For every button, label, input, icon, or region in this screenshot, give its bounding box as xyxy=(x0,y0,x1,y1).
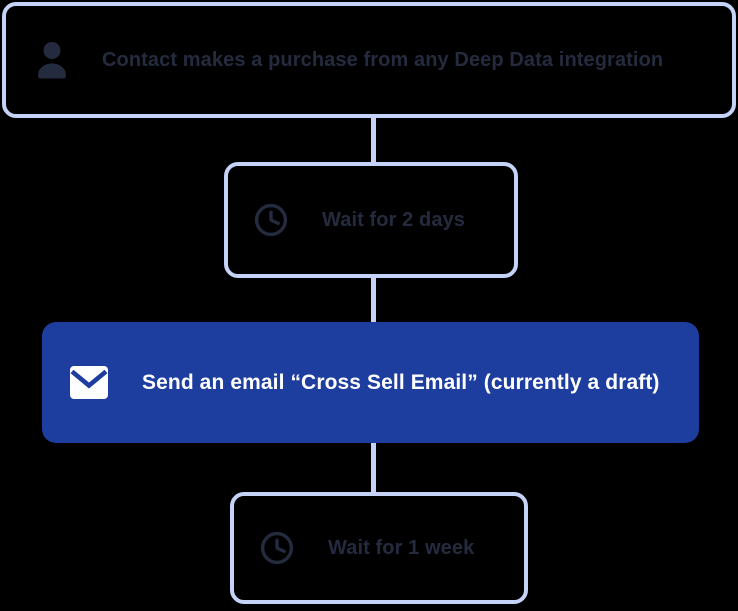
connector-line xyxy=(371,278,376,323)
clock-icon xyxy=(254,203,288,237)
node-label: Wait for 1 week xyxy=(328,536,475,559)
person-icon xyxy=(36,41,68,79)
clock-icon xyxy=(260,531,294,565)
node-wait-2-days[interactable]: Wait for 2 days xyxy=(224,162,518,278)
connector-line xyxy=(371,443,376,492)
node-label: Wait for 2 days xyxy=(322,208,466,231)
node-send-email[interactable]: Send an email “Cross Sell Email” (curren… xyxy=(42,322,699,443)
node-wait-1-week[interactable]: Wait for 1 week xyxy=(230,492,528,604)
node-label: Send an email “Cross Sell Email” (curren… xyxy=(142,370,660,394)
envelope-icon xyxy=(70,366,108,399)
connector-line xyxy=(371,118,376,162)
node-contact-purchase-trigger[interactable]: Contact makes a purchase from any Deep D… xyxy=(2,2,736,118)
node-label: Contact makes a purchase from any Deep D… xyxy=(102,48,664,71)
